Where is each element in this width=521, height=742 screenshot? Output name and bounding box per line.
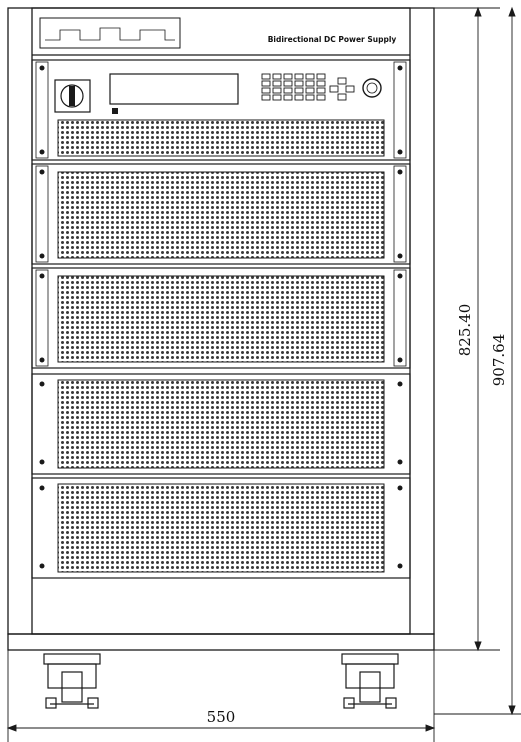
- keypad-button[interactable]: [283, 73, 293, 80]
- top-label: Bidirectional DC Power Supply: [268, 35, 397, 44]
- left-rack-ear: [35, 269, 49, 367]
- keypad-button[interactable]: [294, 94, 304, 101]
- rack-screw: [39, 149, 45, 155]
- keypad-button[interactable]: [261, 94, 271, 101]
- keypad-button[interactable]: [305, 80, 315, 87]
- keypad-button[interactable]: [261, 87, 271, 94]
- keypad-button[interactable]: [283, 94, 293, 101]
- rack-screw: [39, 381, 45, 387]
- keypad-button[interactable]: [305, 87, 315, 94]
- rack-screw: [397, 169, 403, 175]
- total-height-label: 907.64: [490, 334, 508, 387]
- rack-screw: [397, 381, 403, 387]
- right-rack-ear: [393, 165, 407, 263]
- lcd-display: [109, 73, 239, 105]
- keypad-button[interactable]: [272, 73, 282, 80]
- keypad-button[interactable]: [305, 73, 315, 80]
- keypad-button[interactable]: [316, 73, 326, 80]
- power-switch-handle: [69, 86, 75, 106]
- panel-height-label: 825.40: [456, 304, 474, 357]
- rack-screw: [397, 563, 403, 569]
- rack-screw: [39, 169, 45, 175]
- keypad-button[interactable]: [294, 73, 304, 80]
- width-dimension-label: 550: [207, 708, 236, 726]
- rack-screw: [397, 149, 403, 155]
- vent-grille: [57, 483, 385, 573]
- keypad-button[interactable]: [294, 80, 304, 87]
- left-rack-ear: [35, 165, 49, 263]
- keypad-button[interactable]: [316, 80, 326, 87]
- rack-screw: [39, 65, 45, 71]
- vent-grille: [57, 171, 385, 259]
- power-switch-dial: [60, 84, 84, 108]
- keypad-button[interactable]: [294, 87, 304, 94]
- encoder-knob[interactable]: [362, 78, 382, 98]
- keypad-button[interactable]: [261, 80, 271, 87]
- right-rack-ear: [393, 269, 407, 367]
- blank-plate: [39, 17, 181, 49]
- keypad-button[interactable]: [305, 94, 315, 101]
- vent-grille: [57, 379, 385, 469]
- right-caster: [341, 653, 399, 709]
- nav-left-button[interactable]: [329, 85, 339, 93]
- keypad-button[interactable]: [316, 87, 326, 94]
- rack-screw: [39, 357, 45, 363]
- power-switch[interactable]: [54, 79, 91, 113]
- power-module-3: [31, 373, 411, 475]
- rack-screw: [39, 459, 45, 465]
- right-rack-ear: [393, 61, 407, 159]
- rack-screw: [39, 563, 45, 569]
- power-module-4: [31, 477, 411, 579]
- rack-screw: [397, 485, 403, 491]
- keypad: [261, 73, 326, 101]
- power-module-1: [31, 163, 411, 265]
- encoder-knob-inner: [366, 82, 378, 94]
- nav-down-button[interactable]: [337, 93, 347, 101]
- rack-screw: [397, 253, 403, 259]
- rack-screw: [39, 253, 45, 259]
- rack-screw: [39, 485, 45, 491]
- rack-screw: [397, 65, 403, 71]
- rack-screw: [397, 273, 403, 279]
- plate-outline: [45, 27, 175, 41]
- panel-height-dimension: [434, 6, 500, 652]
- left-rack-ear: [35, 61, 49, 159]
- power-module-2: [31, 267, 411, 369]
- keypad-button[interactable]: [272, 87, 282, 94]
- keypad-button[interactable]: [272, 80, 282, 87]
- vent-grille: [57, 119, 385, 157]
- rack-screw: [397, 357, 403, 363]
- control-unit: [31, 59, 411, 161]
- keypad-button[interactable]: [272, 94, 282, 101]
- width-dimension: [6, 650, 436, 742]
- rack-screw: [39, 273, 45, 279]
- keypad-button[interactable]: [283, 87, 293, 94]
- total-height-dimension: [434, 6, 521, 716]
- cabinet-base: [7, 633, 435, 651]
- nav-right-button[interactable]: [345, 85, 355, 93]
- rack-screw: [397, 459, 403, 465]
- vent-grille: [57, 275, 385, 363]
- nav-up-button[interactable]: [337, 77, 347, 85]
- keypad-button[interactable]: [283, 80, 293, 87]
- top-label-area: Bidirectional DC Power Supply: [39, 17, 397, 49]
- status-led: [112, 108, 118, 114]
- keypad-button[interactable]: [316, 94, 326, 101]
- keypad-button[interactable]: [261, 73, 271, 80]
- navigation-keys: [329, 77, 355, 101]
- left-caster: [43, 653, 101, 709]
